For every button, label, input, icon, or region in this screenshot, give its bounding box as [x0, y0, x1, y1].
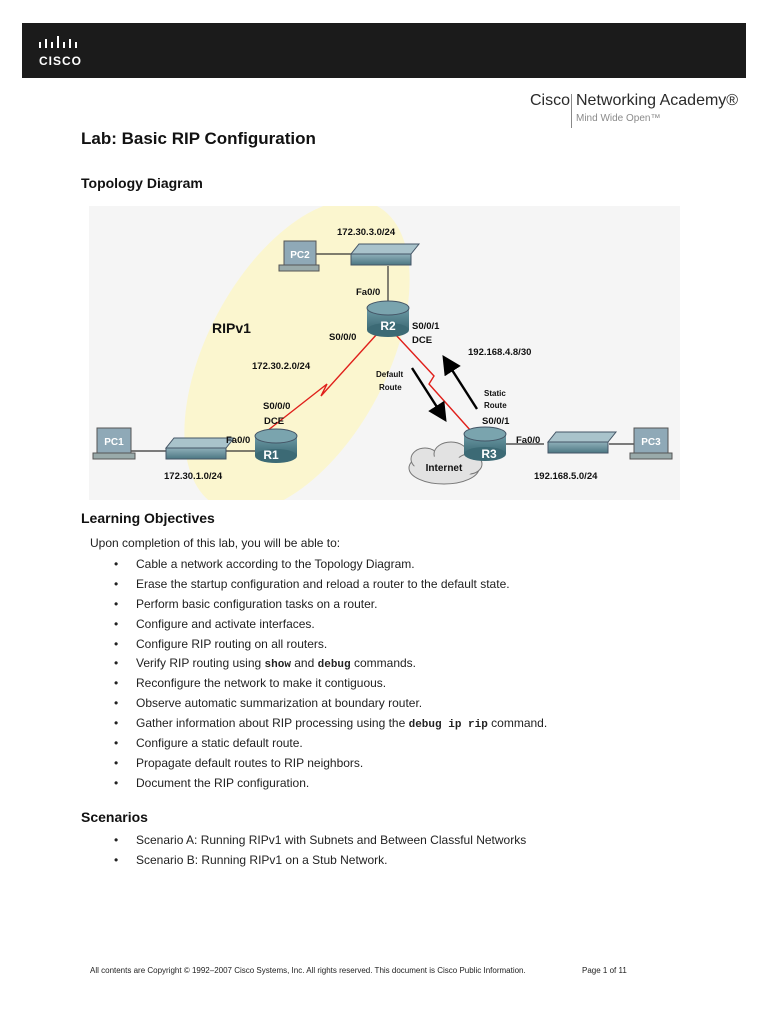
default-route-label-line2: Route: [379, 383, 402, 392]
list-item: •Gather information about RIP processing…: [114, 714, 547, 734]
default-route-label-line1: Default: [376, 370, 403, 379]
list-item: •Propagate default routes to RIP neighbo…: [114, 754, 547, 774]
bullet-icon: •: [114, 557, 119, 571]
pc3-label: PC3: [641, 437, 661, 448]
net-r2-r3-label: 192.168.4.8/30: [468, 347, 531, 358]
objectives-intro: Upon completion of this lab, you will be…: [90, 536, 341, 550]
net-r3-lan-label: 192.168.5.0/24: [534, 471, 598, 482]
serial-link-r1-r2: [266, 333, 378, 432]
pc2-label: PC2: [290, 250, 310, 261]
list-item: •Cable a network according to the Topolo…: [114, 555, 547, 575]
net-r1-r2-label: 172.30.2.0/24: [252, 361, 311, 372]
list-item: •Configure a static default route.: [114, 734, 547, 754]
ripv1-area: [184, 206, 410, 500]
scenarios-list: •Scenario A: Running RIPv1 with Subnets …: [114, 831, 526, 871]
bullet-icon: •: [114, 696, 119, 711]
r1-lan-switch-icon[interactable]: [164, 437, 236, 460]
debug-ip-rip-command: debug ip rip: [408, 719, 488, 732]
static-route-label-line1: Static: [484, 389, 506, 398]
bullet-icon: •: [114, 616, 119, 631]
static-route-label-line2: Route: [484, 401, 507, 410]
list-item: •Verify RIP routing using show and debug…: [114, 654, 547, 674]
academy-tagline: Mind Wide Open™: [576, 113, 661, 124]
topology-diagram: PC2 R2 PC1 R1 Internet: [89, 206, 680, 500]
bullet-icon: •: [114, 736, 119, 751]
r3-lan-switch-icon[interactable]: [546, 431, 618, 454]
r3-label: R3: [481, 447, 497, 461]
list-item: •Document the RIP configuration.: [114, 774, 547, 794]
show-command: show: [264, 659, 291, 672]
academy-divider: [571, 94, 572, 128]
bullet-icon: •: [114, 775, 119, 790]
bullet-icon: •: [114, 596, 119, 611]
list-item: •Scenario A: Running RIPv1 with Subnets …: [114, 831, 526, 851]
ethernet-links: [129, 253, 634, 452]
bullet-icon: •: [114, 636, 119, 651]
r2-router-icon[interactable]: R2: [366, 300, 410, 337]
pc2-computer-icon[interactable]: PC2: [278, 240, 320, 272]
list-item: •Configure RIP routing on all routers.: [114, 635, 547, 655]
net-r1-lan-label: 172.30.1.0/24: [164, 471, 223, 482]
header-bar: CISCO: [22, 23, 746, 78]
bullet-icon: •: [114, 852, 119, 867]
static-route-arrow: [442, 354, 479, 410]
ripv1-label: RIPv1: [212, 320, 251, 336]
bullet-icon: •: [114, 716, 119, 731]
topology-heading: Topology Diagram: [81, 175, 203, 191]
pc1-label: PC1: [104, 437, 124, 448]
internet-label: Internet: [426, 463, 463, 474]
page-number: Page 1 of 11: [582, 966, 627, 975]
default-route-arrow: [410, 367, 447, 423]
r1-dce-label: DCE: [264, 416, 284, 427]
cisco-logo-text: CISCO: [39, 54, 83, 68]
list-item: •Scenario B: Running RIPv1 on a Stub Net…: [114, 851, 526, 871]
scenarios-heading: Scenarios: [81, 809, 148, 825]
academy-branding: Cisco Networking Academy® Mind Wide Open…: [530, 92, 745, 132]
bullet-icon: •: [114, 755, 119, 770]
r2-s000-label: S0/0/0: [329, 332, 356, 343]
list-item: •Reconfigure the network to make it cont…: [114, 674, 547, 694]
r2-fa-label: Fa0/0: [356, 287, 380, 298]
bullet-icon: •: [114, 833, 119, 847]
r1-fa-label: Fa0/0: [226, 435, 250, 446]
r3-s001-label: S0/0/1: [482, 416, 510, 427]
r1-router-icon[interactable]: R1: [254, 428, 298, 463]
bullet-icon: •: [114, 656, 119, 671]
debug-command: debug: [317, 659, 351, 672]
r3-fa-label: Fa0/0: [516, 435, 540, 446]
list-item: •Perform basic configuration tasks on a …: [114, 595, 547, 615]
objectives-list: •Cable a network according to the Topolo…: [114, 555, 547, 794]
bullet-icon: •: [114, 676, 119, 691]
academy-brand-right: Networking Academy®: [576, 92, 739, 109]
r2-lan-switch-icon[interactable]: [349, 243, 421, 266]
cisco-bridge-logo-icon: [39, 36, 77, 48]
academy-brand-left: Cisco: [530, 92, 571, 109]
objectives-heading: Learning Objectives: [81, 510, 215, 526]
r2-dce-label: DCE: [412, 335, 432, 346]
r2-s001-label: S0/0/1: [412, 321, 440, 332]
r3-router-icon[interactable]: R3: [463, 426, 507, 461]
pc3-computer-icon[interactable]: PC3: [629, 427, 673, 460]
serial-link-r2-r3: [394, 333, 472, 432]
list-item: •Erase the startup configuration and rel…: [114, 575, 547, 595]
bullet-icon: •: [114, 576, 119, 591]
net-r2-lan-label: 172.30.3.0/24: [337, 227, 396, 238]
r1-s000-label: S0/0/0: [263, 401, 290, 412]
list-item: •Configure and activate interfaces.: [114, 615, 547, 635]
pc1-computer-icon[interactable]: PC1: [92, 427, 136, 460]
r2-label: R2: [380, 319, 396, 333]
list-item: •Observe automatic summarization at boun…: [114, 694, 547, 714]
page-title: Lab: Basic RIP Configuration: [81, 129, 316, 148]
internet-cloud-icon[interactable]: Internet: [408, 441, 483, 485]
r1-label: R1: [263, 448, 279, 462]
footer-copyright: All contents are Copyright © 1992–2007 C…: [90, 966, 526, 975]
